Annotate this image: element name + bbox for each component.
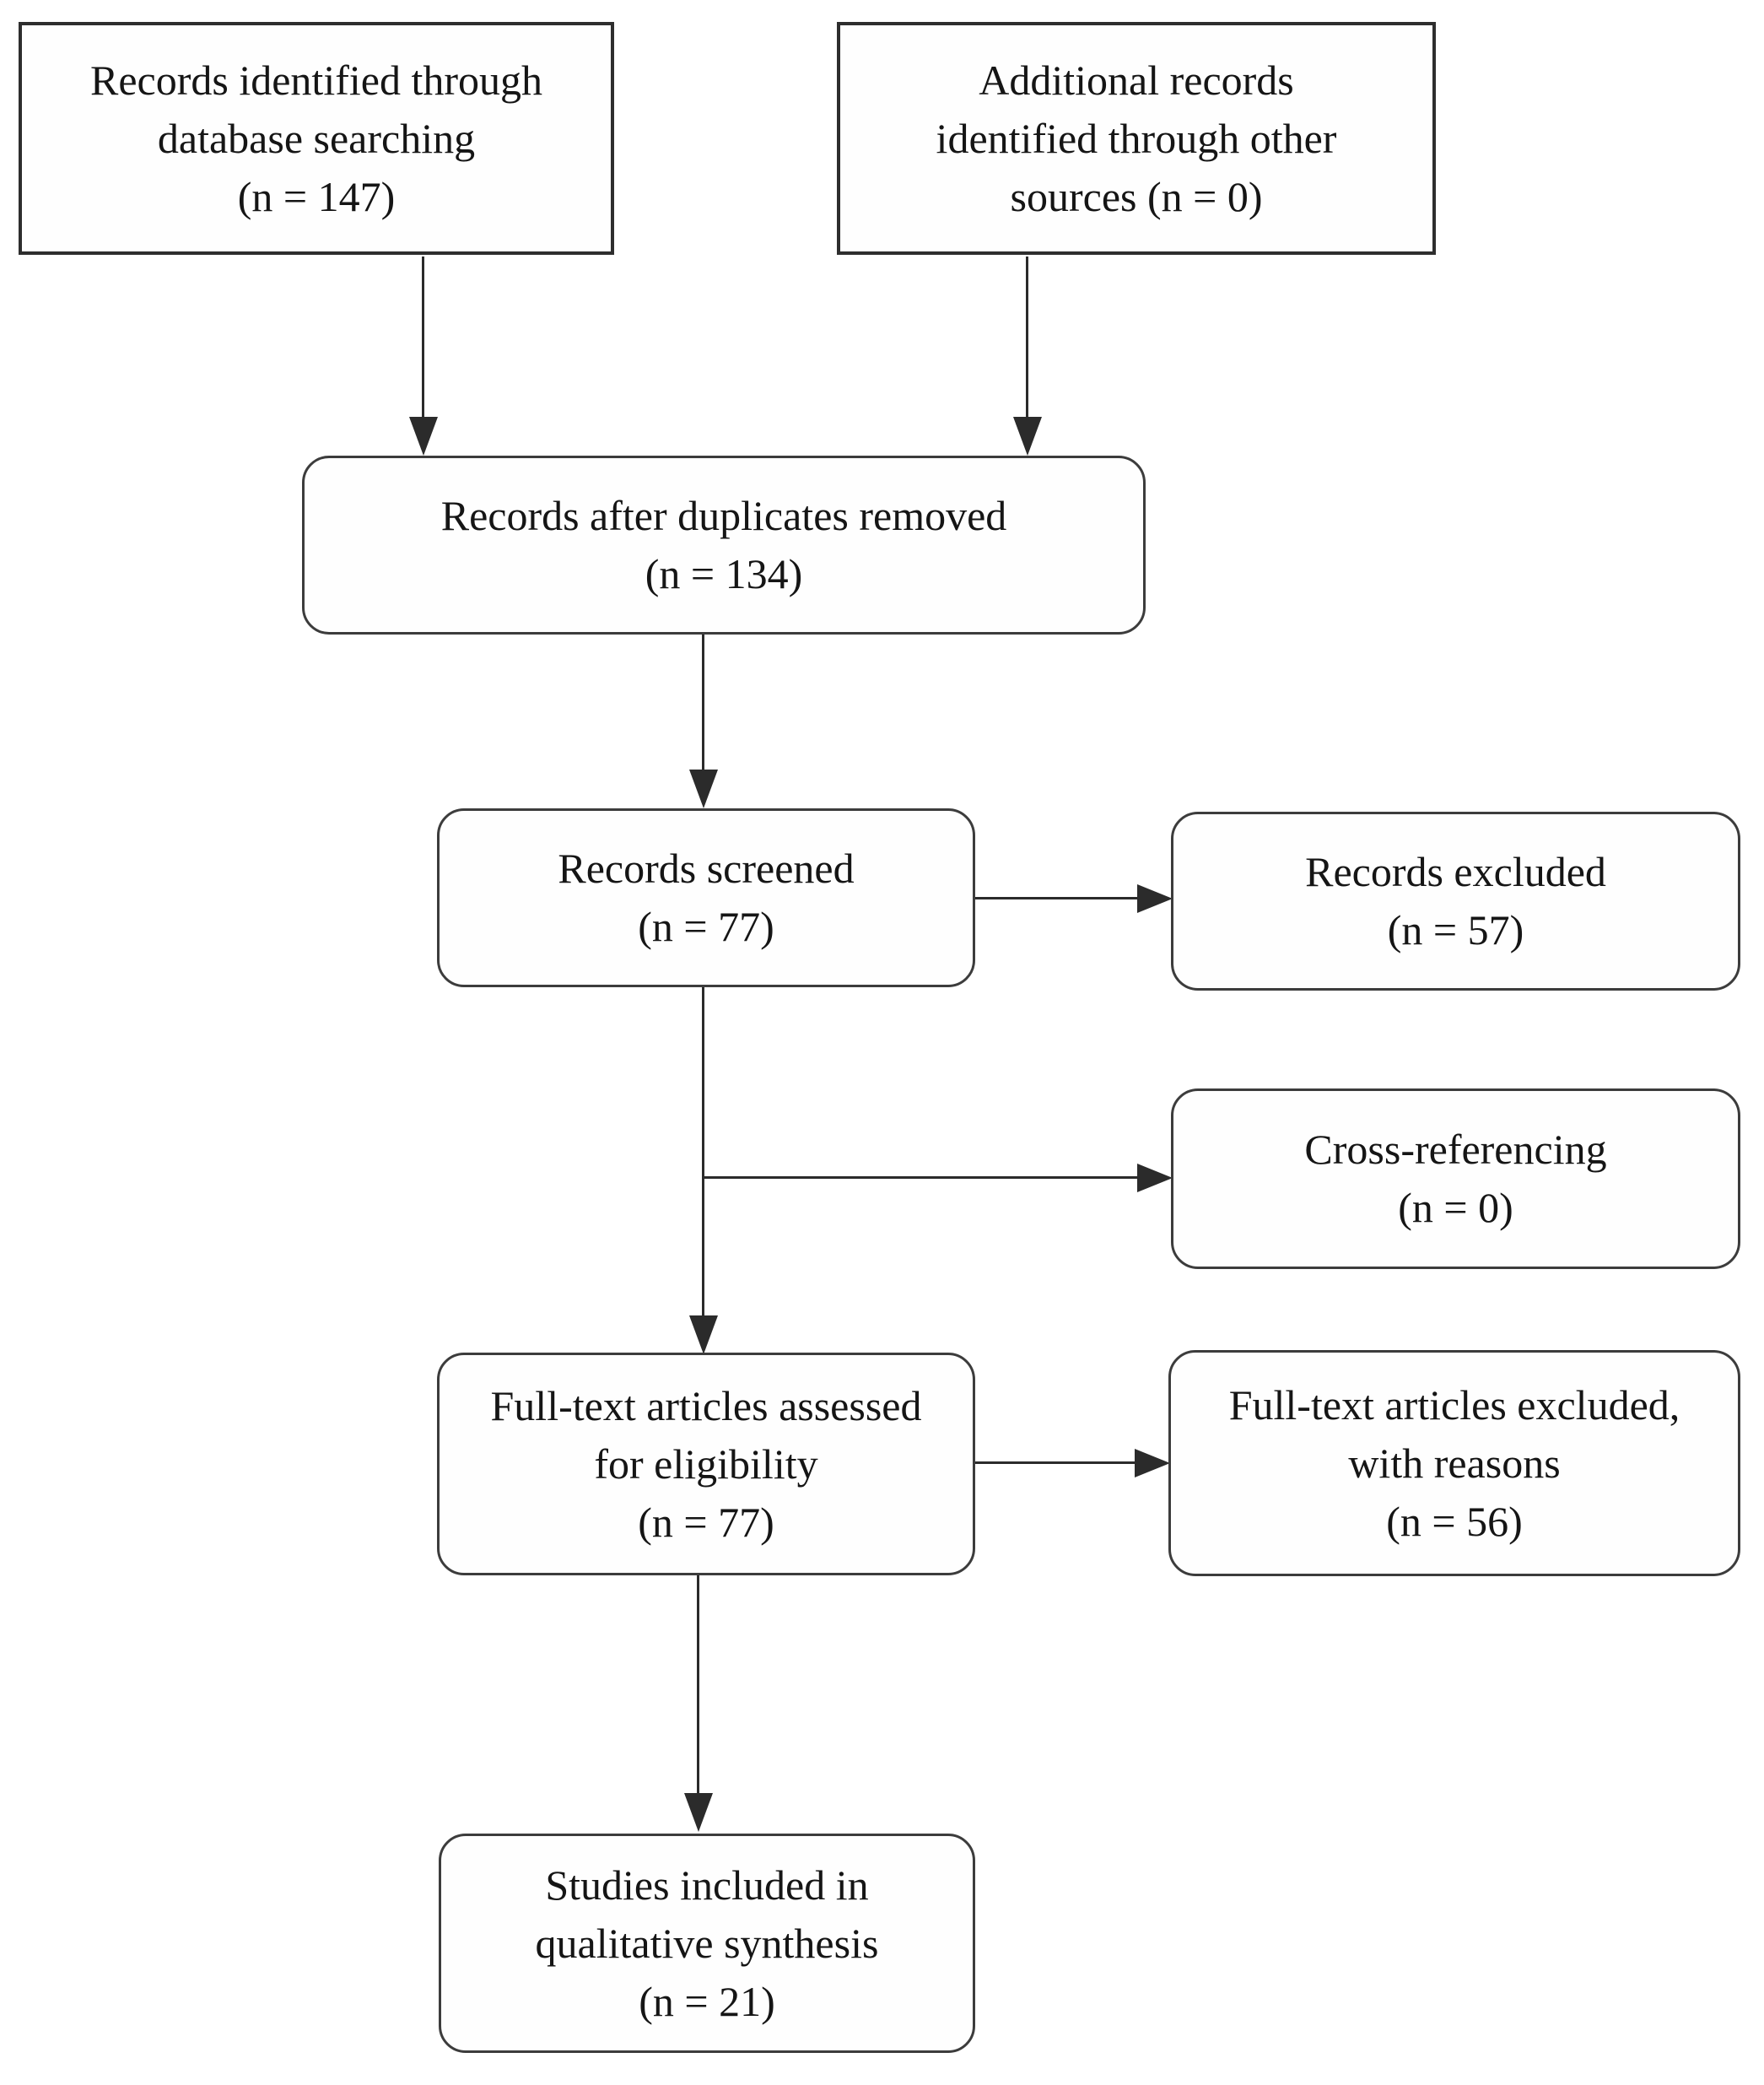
arrow-line-fulltext-to-included [697,1575,699,1795]
flow-box-studies-included: Studies included in qualitative synthesi… [439,1834,975,2053]
arrow-line-duplicates-to-screened [702,635,704,771]
arrowhead-right-icon [1137,884,1173,913]
flow-box-records-excluded: Records excluded (n = 57) [1171,812,1740,991]
flow-box-records-identified: Records identified through database sear… [19,22,614,255]
flow-box-label: Studies included in qualitative synthesi… [535,1861,879,2025]
arrowhead-down-icon [689,770,718,808]
flow-box-additional-records: Additional records identified through ot… [837,22,1436,255]
flow-box-label: Full-text articles excluded, with reason… [1228,1380,1680,1545]
flow-box-records-screened: Records screened (n = 77) [437,808,975,987]
flow-box-label: Additional records identified through ot… [936,56,1337,220]
arrow-line-screened-to-crossreferencing [704,1176,1139,1179]
flow-box-label: Records excluded (n = 57) [1305,848,1606,953]
arrow-line-additional-to-duplicates [1026,257,1028,419]
arrowhead-down-icon [409,417,438,456]
flow-box-cross-referencing: Cross-referencing (n = 0) [1171,1088,1740,1269]
flow-box-label: Records after duplicates removed (n = 13… [440,492,1007,597]
flow-box-label: Records identified through database sear… [90,56,542,220]
arrow-line-identified-to-duplicates [422,257,424,419]
arrowhead-down-icon [684,1793,713,1832]
arrow-line-screened-to-fulltext [702,987,704,1318]
flow-box-fulltext-excluded: Full-text articles excluded, with reason… [1168,1350,1740,1576]
flow-box-after-duplicates: Records after duplicates removed (n = 13… [302,456,1146,635]
arrow-line-screened-to-excluded [975,897,1139,899]
arrowhead-right-icon [1135,1449,1170,1477]
arrowhead-down-icon [1013,417,1042,456]
flow-box-fulltext-assessed: Full-text articles assessed for eligibil… [437,1353,975,1575]
arrowhead-down-icon [689,1315,718,1354]
flow-box-label: Full-text articles assessed for eligibil… [490,1381,922,1546]
flow-box-label: Records screened (n = 77) [558,845,855,950]
flow-box-label: Cross-referencing (n = 0) [1304,1126,1607,1231]
arrow-line-fulltext-to-excluded [975,1461,1136,1464]
arrowhead-right-icon [1137,1164,1173,1192]
